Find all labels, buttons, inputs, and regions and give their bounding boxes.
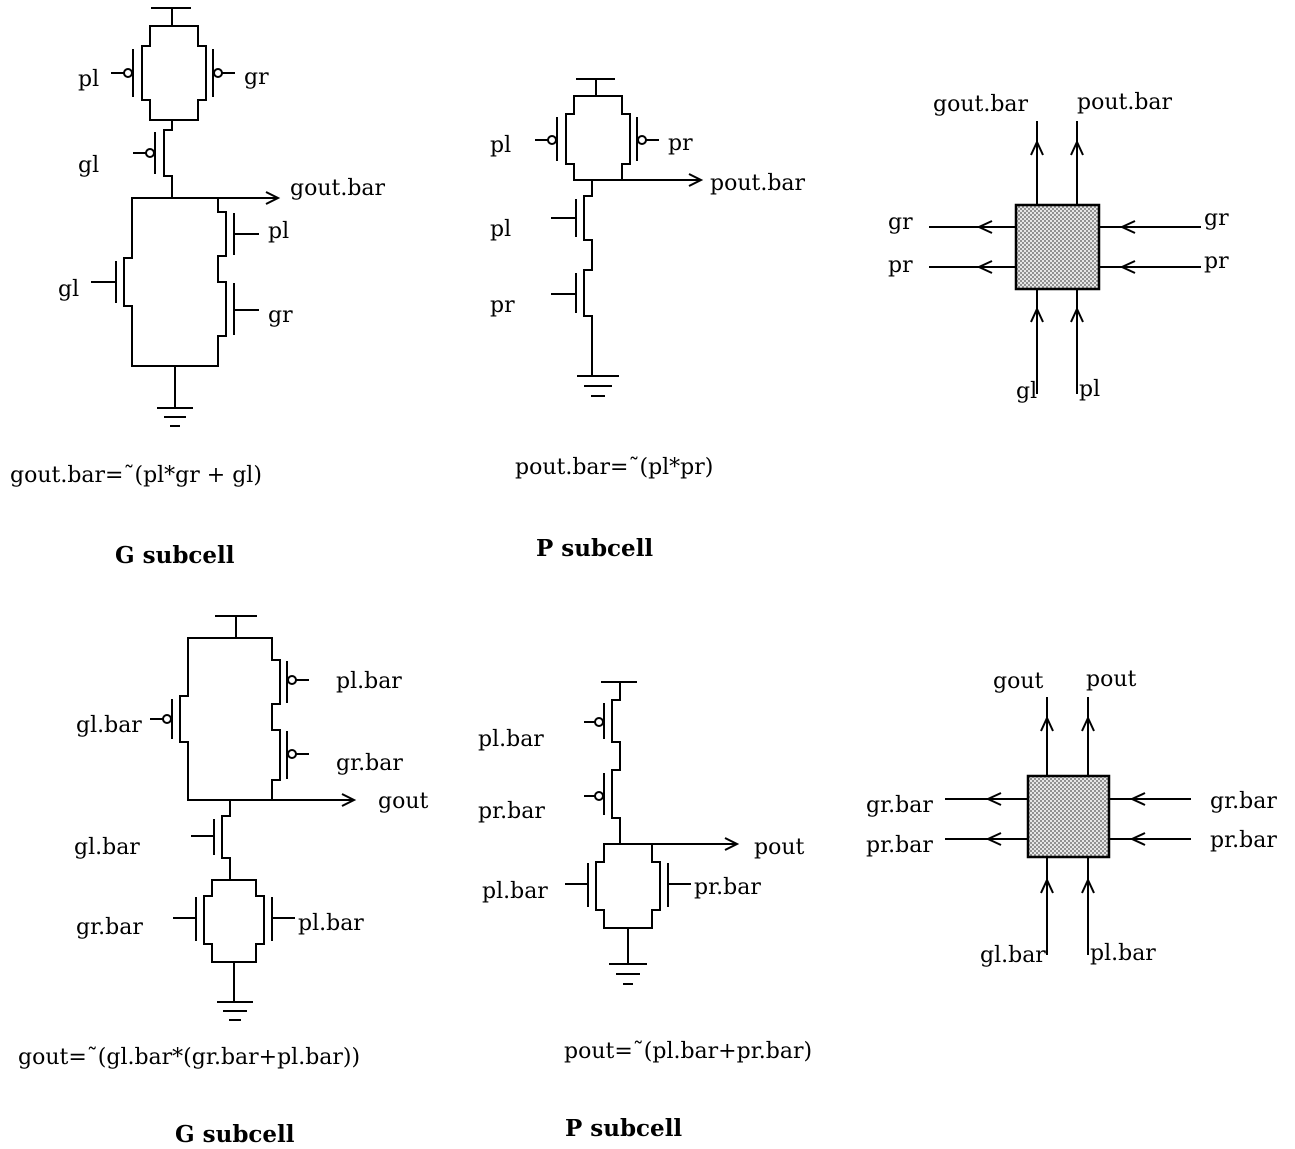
bottom-g-pmos-gl-bar-label: gl.bar (76, 713, 142, 738)
top-p-output-label: pout.bar (710, 171, 806, 196)
bottom-g-subcell-schematic (150, 615, 357, 1021)
bottom-block-gr-bar-left-label: gr.bar (866, 793, 933, 818)
top-p-nmos-pl-label: pl (490, 217, 511, 242)
bottom-p-title: P subcell (565, 1115, 682, 1142)
bottom-g-nmos-gr-bar-label: gr.bar (76, 915, 143, 940)
top-block-cell (1014, 203, 1101, 291)
bottom-p-equation: pout=˜(pl.bar+pr.bar) (564, 1039, 812, 1064)
top-block-gl-label: gl (1016, 379, 1037, 404)
bottom-g-title: G subcell (175, 1121, 295, 1148)
top-g-subcell-schematic (91, 7, 281, 427)
top-g-equation: gout.bar=˜(pl*gr + gl) (10, 463, 262, 488)
top-p-nmos-pr-label: pr (490, 293, 515, 318)
top-block-pl-label: pl (1079, 377, 1100, 402)
top-block-gr-right-label: gr (1204, 206, 1229, 231)
top-g-pmos-pl-label: pl (78, 67, 99, 92)
top-block-pr-left-label: pr (888, 253, 913, 278)
bottom-p-output-label: pout (754, 835, 804, 860)
bottom-g-pmos-gr-bar-label: gr.bar (336, 751, 403, 776)
top-p-pmos-pr-label: pr (668, 131, 693, 156)
bottom-g-pmos-pl-bar-label: pl.bar (336, 669, 402, 694)
bottom-block-cell (1026, 774, 1111, 859)
top-block-gout-bar-label: gout.bar (933, 92, 1029, 117)
top-g-nmos-gr-label: gr (268, 303, 293, 328)
bottom-p-nmos-pl-bar-label: pl.bar (482, 879, 548, 904)
bottom-block-pr-bar-left-label: pr.bar (866, 833, 933, 858)
top-g-output-label: gout.bar (290, 176, 386, 201)
top-g-pmos-gr-label: gr (244, 65, 269, 90)
bottom-p-pmos-pr-bar-label: pr.bar (478, 799, 545, 824)
top-g-nmos-gl-label: gl (58, 277, 79, 302)
bottom-g-nmos-gl-bar-label: gl.bar (74, 835, 140, 860)
bottom-block-gout-label: gout (993, 669, 1043, 694)
bottom-block-pr-bar-right-label: pr.bar (1210, 828, 1277, 853)
top-p-subcell-schematic (535, 78, 704, 397)
bottom-block-pl-bar-label: pl.bar (1090, 941, 1156, 966)
bottom-block-gl-bar-label: gl.bar (980, 943, 1046, 968)
bottom-p-nmos-pr-bar-label: pr.bar (694, 875, 761, 900)
top-g-pmos-gl-label: gl (78, 153, 99, 178)
top-block-pr-right-label: pr (1204, 249, 1229, 274)
bottom-p-pmos-pl-bar-label: pl.bar (478, 727, 544, 752)
top-block-gr-left-label: gr (888, 210, 913, 235)
bottom-block-symbol (945, 697, 1191, 955)
bottom-block-gr-bar-right-label: gr.bar (1210, 789, 1277, 814)
bottom-g-nmos-pl-bar-label: pl.bar (298, 911, 364, 936)
top-block-pout-bar-label: pout.bar (1077, 90, 1173, 115)
top-g-title: G subcell (115, 542, 235, 569)
top-p-title: P subcell (536, 535, 653, 562)
bottom-block-pout-label: pout (1086, 667, 1136, 692)
top-p-equation: pout.bar=˜(pl*pr) (515, 455, 713, 480)
bottom-g-output-label: gout (378, 789, 428, 814)
bottom-p-subcell-schematic (565, 681, 740, 985)
top-g-nmos-pl-label: pl (268, 219, 289, 244)
top-block-symbol (929, 121, 1201, 394)
bottom-g-equation: gout=˜(gl.bar*(gr.bar+pl.bar)) (18, 1045, 360, 1070)
top-p-pmos-pl-label: pl (490, 133, 511, 158)
